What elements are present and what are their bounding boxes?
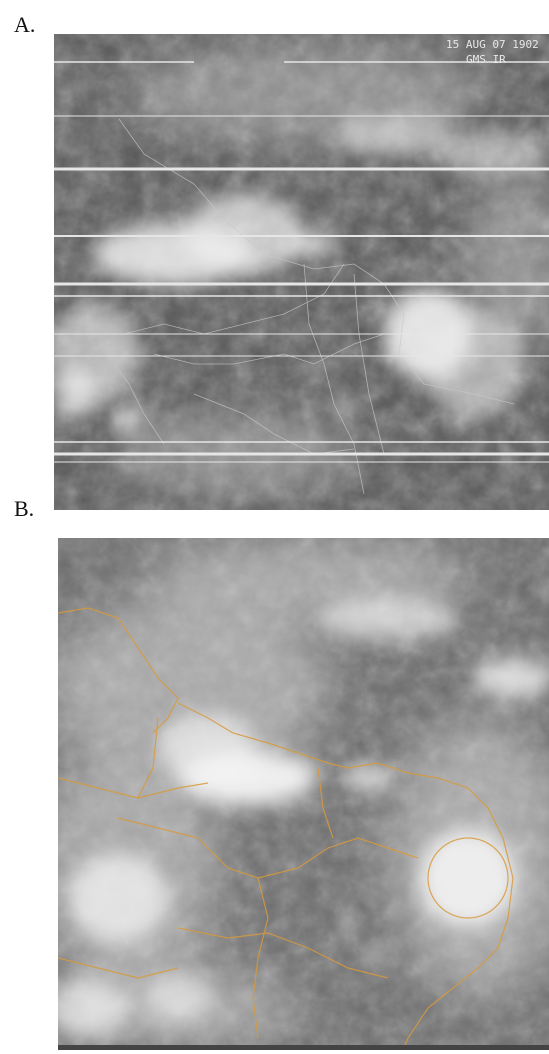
panel-a-label: A. [14, 12, 36, 37]
satellite-image-b [58, 538, 549, 1050]
panel-b-label: B. [14, 496, 35, 521]
image-a-clouds [54, 114, 549, 434]
image-a-timestamp: 15 AUG 07 1902 [446, 38, 539, 51]
image-b-clouds [58, 596, 549, 1038]
image-a-sensor-label: GMS IR [466, 53, 506, 66]
image-a-borders [113, 118, 515, 495]
image-b-bottom-border [58, 1045, 549, 1050]
image-a-scanlines [54, 61, 549, 463]
satellite-image-a: 15 AUG 07 1902 GMS IR [54, 34, 549, 510]
image-b-borders [58, 607, 514, 1050]
